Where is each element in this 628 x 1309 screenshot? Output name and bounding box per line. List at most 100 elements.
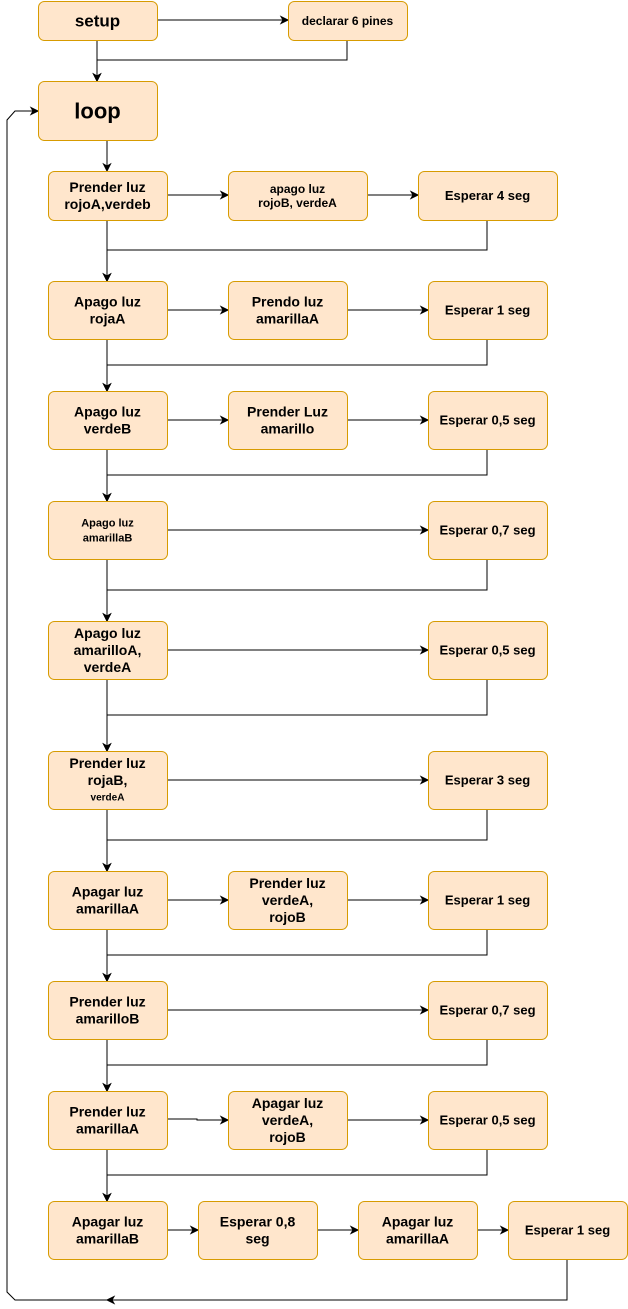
node-box [48,281,168,340]
node-box [428,981,548,1040]
edge-r3a-r3b [167,415,230,425]
edge-r8a-r9 [102,1039,112,1093]
edge-r9b-r9c [347,1115,430,1125]
node-label-line: rojaB, [88,772,128,788]
node-r1c[interactable]: Esperar 4 seg [418,171,558,221]
node-label: Esperar 4 seg [445,188,530,203]
node-r10d[interactable]: Esperar 1 seg [508,1201,628,1260]
arrowhead [419,645,430,655]
arrowhead [102,1192,112,1203]
node-label-line: verdeA, [262,1112,313,1128]
node-label-line: verdeB [84,421,131,437]
edge-r10b-r10c [317,1225,360,1235]
node-box [428,751,548,810]
node-box [228,171,368,221]
edge-r1c-r2 [102,220,488,283]
arrowhead [419,895,430,905]
node-r2c[interactable]: Esperar 1 seg [428,281,548,340]
node-label-line: loop [74,98,120,123]
node-r8c[interactable]: Esperar 0,7 seg [428,981,548,1040]
node-label-line: Esperar 0,5 seg [439,643,535,658]
edge-r2a-r2b [167,305,230,315]
connector-line [106,339,488,391]
node-box [48,621,168,680]
connector-line [96,40,348,81]
node-label-line: verdeA [84,659,131,675]
node-setup[interactable]: setup [38,1,158,41]
node-label-line: Prender luz [69,994,145,1010]
arrowhead [219,190,230,200]
node-label-line: Prender luz [69,755,145,771]
node-r9c[interactable]: Esperar 0,5 seg [428,1091,548,1150]
node-r3c[interactable]: Esperar 0,5 seg [428,391,548,450]
connector-line [106,929,488,981]
edge-r4a-r4c [167,525,430,535]
connector-line [106,449,488,501]
arrowhead [219,895,230,905]
edge-r10a-r10b [167,1225,200,1235]
connector-line [106,559,488,621]
node-label-line: Apagar luz [72,1214,144,1230]
arrowhead [102,612,112,623]
node-declare[interactable]: declarar 6 pines [288,1,408,41]
edge-r7b-r7c [347,895,430,905]
node-label-line: Apago luz [74,294,141,310]
node-r6c[interactable]: Esperar 3 seg [428,751,548,810]
edge-r7c-r8 [102,929,488,983]
node-label: declarar 6 pines [302,14,394,28]
node-r4c[interactable]: Esperar 0,7 seg [428,501,548,560]
node-box [48,1091,168,1150]
node-label: Esperar 1 seg [525,1223,610,1238]
node-box [38,81,158,141]
node-label: loop [74,98,120,123]
node-r5c[interactable]: Esperar 0,5 seg [428,621,548,680]
arrowhead [219,415,230,425]
node-label-line: amarillaB [76,1231,139,1247]
node-label: Esperar 1 seg [445,893,530,908]
node-box [48,751,168,810]
arrowhead [105,1295,116,1305]
connector-line [6,110,107,1301]
arrowhead [419,1005,430,1015]
edge-r3b-r3c [347,415,430,425]
arrowhead [102,272,112,283]
node-label-line: declarar 6 pines [302,14,394,28]
node-label: Esperar 0,7 seg [439,523,535,538]
flowchart-edges [6,15,568,1305]
arrowhead [102,742,112,753]
node-loop[interactable]: loop [38,81,158,141]
arrowhead [279,15,290,25]
node-label-line: verdeA, [262,892,313,908]
node-box [428,621,548,680]
edge-r5a-r5c [167,645,430,655]
edge-r10c-r10d [477,1225,510,1235]
node-label-line: Apago luz [74,625,141,641]
node-r7c[interactable]: Esperar 1 seg [428,871,548,930]
node-label: Esperar 0,5 seg [439,1113,535,1128]
edge-r3c-r4 [102,449,488,503]
node-box [428,281,548,340]
